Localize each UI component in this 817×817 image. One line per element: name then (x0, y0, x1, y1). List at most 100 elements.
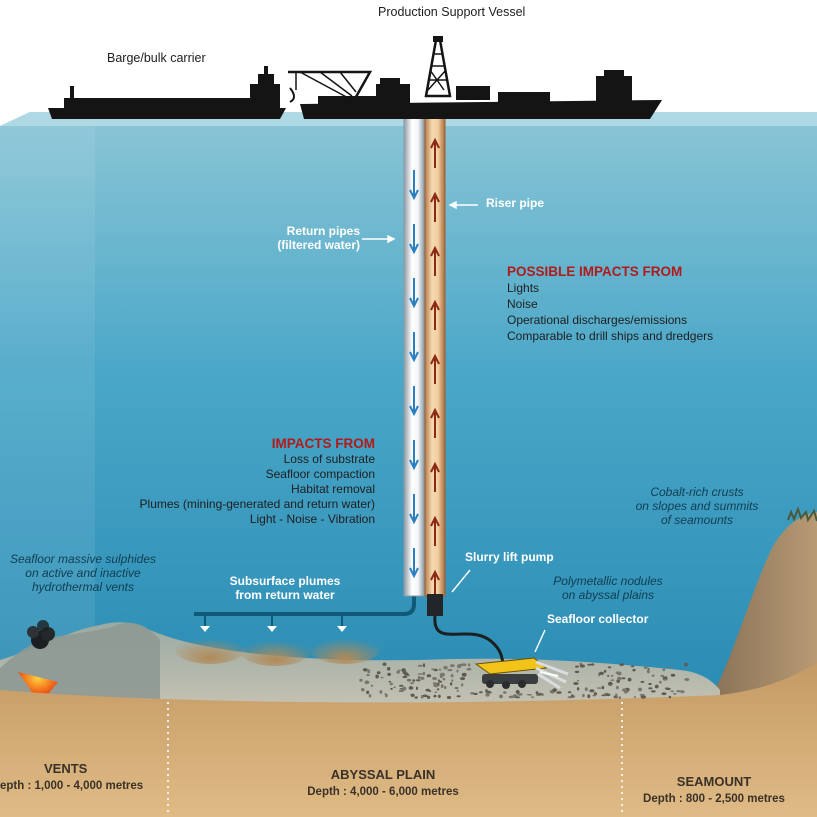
barge-hull (48, 108, 286, 119)
nodule (615, 693, 618, 698)
nodule (573, 682, 579, 685)
subsurface-plumes (174, 632, 381, 666)
nodule (646, 670, 650, 673)
nodule (638, 687, 642, 692)
nodule (444, 685, 447, 690)
riser-pipe-label: Riser pipe (486, 196, 545, 210)
slurry-pump-label: Slurry lift pump (465, 550, 554, 564)
nodule (361, 688, 365, 692)
up-flow-arrow (430, 245, 440, 276)
zone-vents: VENTS epth : 1,000 - 4,000 metres (0, 761, 166, 793)
nodule (627, 677, 632, 682)
nodule (434, 691, 438, 693)
nodule (616, 685, 619, 690)
nodule (387, 666, 391, 671)
nodule (508, 695, 514, 699)
sulphides-label: Seafloor massive sulphides on active and… (0, 552, 166, 594)
nodule (382, 662, 387, 666)
plumes-line-2: from return water (235, 587, 335, 602)
nodule (654, 684, 659, 689)
down-flow-arrow (409, 386, 419, 417)
nodule (390, 687, 393, 690)
nodule (362, 668, 368, 672)
nodule (396, 670, 400, 674)
down-flow-arrow (409, 170, 419, 201)
surface-impact-item: Operational discharges/emissions (507, 312, 688, 327)
seafloor-impact-item: Plumes (mining-generated and return wate… (139, 496, 375, 511)
nodule (398, 689, 404, 693)
nodule (443, 665, 448, 670)
nodule (662, 668, 666, 672)
nodule (432, 677, 438, 680)
seafloor-impact-item: Seafloor compaction (265, 466, 375, 481)
nodule (571, 694, 574, 698)
nodule (438, 694, 441, 698)
nodule (399, 684, 404, 687)
nodule (461, 663, 467, 667)
up-flow-arrow (430, 299, 440, 330)
nodule (410, 682, 414, 685)
nodule (367, 669, 371, 674)
nodule (468, 663, 471, 667)
nodule (402, 686, 407, 691)
zone-vents-name: VENTS (44, 761, 88, 776)
nodule (389, 682, 393, 686)
nodule (466, 668, 472, 671)
down-flow-arrow (409, 548, 419, 579)
zone-seamount: SEAMOUNT Depth : 800 - 2,500 metres (624, 774, 804, 806)
nodule (451, 679, 454, 682)
surface-impacts-heading: POSSIBLE IMPACTS FROM (507, 264, 683, 279)
down-flow-arrow (409, 278, 419, 309)
nodule (643, 666, 648, 669)
flexible-hose (433, 615, 507, 667)
nodule (422, 694, 428, 698)
nodule (447, 669, 453, 672)
nodule (575, 665, 579, 668)
nodule (410, 693, 415, 697)
nodule (449, 664, 455, 667)
subsurface-plumes-label: Subsurface plumes from return water (210, 574, 360, 603)
nodule (650, 690, 656, 693)
crusts-line-1: Cobalt-rich crusts (650, 485, 744, 499)
nodule (431, 668, 436, 670)
riser-pipe (424, 111, 446, 600)
zone-abyssal-plain: ABYSSAL PLAIN Depth : 4,000 - 6,000 metr… (268, 767, 498, 799)
nodule (402, 675, 408, 679)
nodule (450, 674, 454, 678)
nodule (416, 686, 418, 691)
surface-impact-item: Noise (507, 296, 538, 311)
nodule (409, 686, 413, 688)
nodule (368, 694, 372, 698)
down-flow-arrow (409, 224, 419, 255)
nodule (485, 693, 490, 697)
nodule (658, 680, 662, 684)
nodule (406, 678, 412, 682)
label-leaders (362, 200, 546, 653)
nodule (433, 683, 439, 688)
nodule (457, 664, 462, 669)
nodule (479, 691, 483, 694)
up-flow-arrow (430, 191, 440, 222)
surface-impacts-box: POSSIBLE IMPACTS FROM Lights Noise Opera… (507, 264, 713, 344)
nodule (576, 679, 580, 682)
nodule (422, 663, 426, 668)
nodule (366, 690, 370, 694)
nodule (669, 666, 673, 668)
black-smoker-plume (27, 620, 55, 649)
up-flow-arrow (430, 515, 440, 546)
nodule (485, 689, 488, 693)
return-pipe (403, 111, 425, 597)
nodule (489, 691, 492, 694)
nodule (662, 676, 668, 679)
nodule (370, 684, 374, 687)
nodule (574, 670, 580, 674)
return-water-manifold (194, 590, 416, 632)
nodule (598, 671, 605, 676)
seafloor-impact-item: Loss of substrate (283, 451, 375, 466)
nodule (456, 695, 461, 698)
nodule (459, 677, 466, 681)
nodule (531, 696, 535, 698)
nodule (432, 682, 437, 685)
nodule (417, 676, 421, 679)
crusts-line-2: on slopes and summits (635, 498, 759, 513)
